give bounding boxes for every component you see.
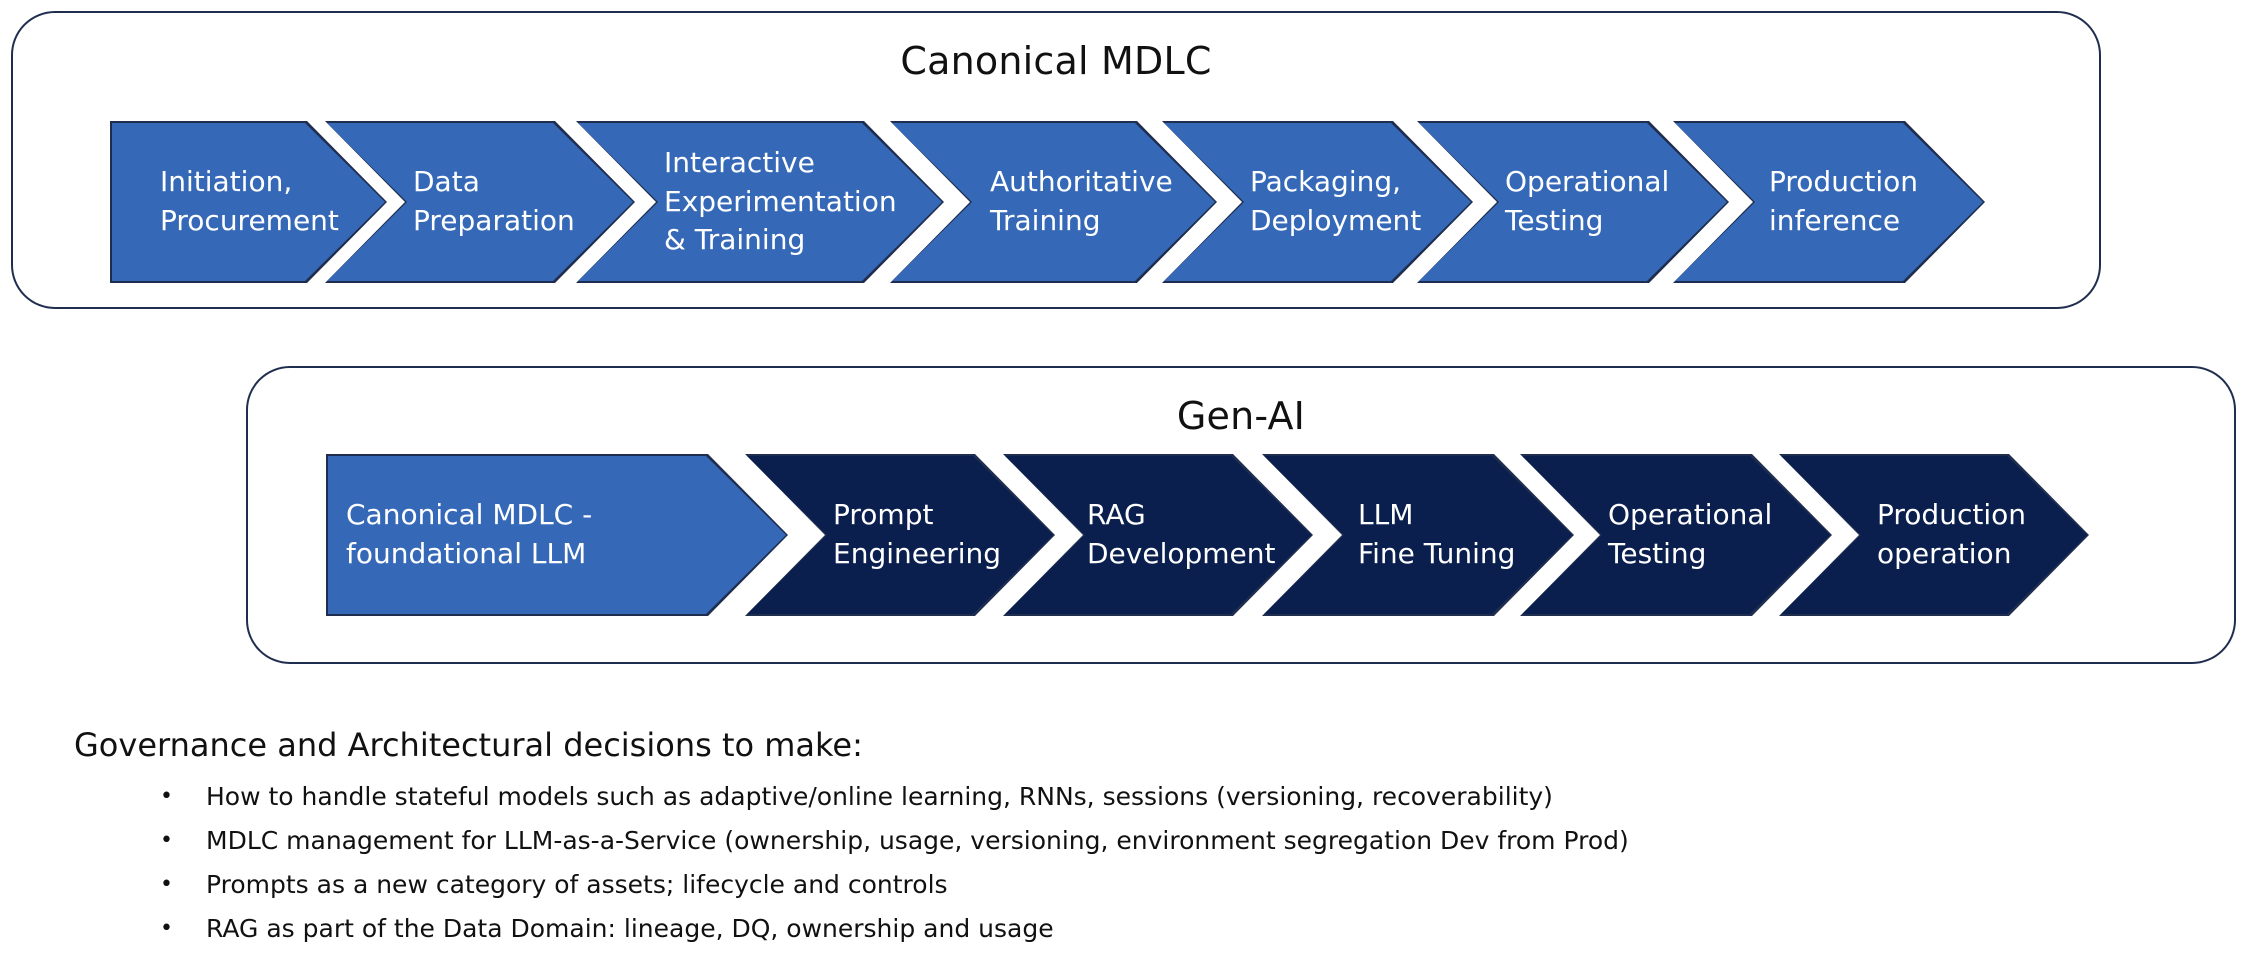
genai-stage-operational-testing: Operational Testing xyxy=(1520,454,1832,616)
mdlc-stage-initiation: Initiation, Procurement xyxy=(110,121,387,283)
decision-item: MDLC management for LLM-as-a-Service (ow… xyxy=(158,824,1629,868)
genai-stage-prompt-engineering: Prompt Engineering xyxy=(745,454,1055,616)
genai-stage-rag-development: RAG Development xyxy=(1003,454,1313,616)
stage-label: Operational Testing xyxy=(1505,165,1670,237)
stage-label: Canonical MDLC - foundational LLM xyxy=(346,498,593,570)
stage-label: Production operation xyxy=(1877,498,2026,570)
mdlc-stage-operational-testing: Operational Testing xyxy=(1417,121,1729,283)
stage-label: Data Preparation xyxy=(413,165,575,237)
genai-stage-llm-fine-tuning: LLM Fine Tuning xyxy=(1262,454,1574,616)
genai-stage-production-operation: Production operation xyxy=(1779,454,2089,616)
mdlc-stage-authoritative-training: Authoritative Training xyxy=(890,121,1217,283)
stage-label: Authoritative Training xyxy=(990,165,1173,237)
stage-label: LLM Fine Tuning xyxy=(1358,498,1516,570)
mdlc-stage-interactive-experimentation: Interactive Experimentation & Training xyxy=(576,121,944,283)
canonical-mdlc-title: Canonical MDLC xyxy=(900,39,1212,83)
stage-label: RAG Development xyxy=(1087,498,1276,570)
stage-label: Production inference xyxy=(1769,165,1918,237)
mdlc-stage-packaging-deployment: Packaging, Deployment xyxy=(1162,121,1473,283)
stage-label: Prompt Engineering xyxy=(833,498,1001,570)
genai-stage-canonical-mdlc: Canonical MDLC - foundational LLM xyxy=(326,454,788,616)
stage-label: Operational Testing xyxy=(1608,498,1773,570)
decision-item: Prompts as a new category of assets; lif… xyxy=(158,868,1629,912)
decisions-heading: Governance and Architectural decisions t… xyxy=(74,726,863,764)
gen-ai-title: Gen-AI xyxy=(1176,394,1306,438)
mdlc-stage-production-inference: Production inference xyxy=(1673,121,1985,283)
stage-label: Interactive Experimentation & Training xyxy=(664,146,897,257)
decision-item: How to handle stateful models such as ad… xyxy=(158,780,1629,824)
decision-item: RAG as part of the Data Domain: lineage,… xyxy=(158,912,1629,956)
decisions-list: How to handle stateful models such as ad… xyxy=(158,780,1629,956)
mdlc-stage-data-preparation: Data Preparation xyxy=(325,121,635,283)
stage-label: Initiation, Procurement xyxy=(160,165,339,237)
stage-label: Packaging, Deployment xyxy=(1250,165,1422,237)
